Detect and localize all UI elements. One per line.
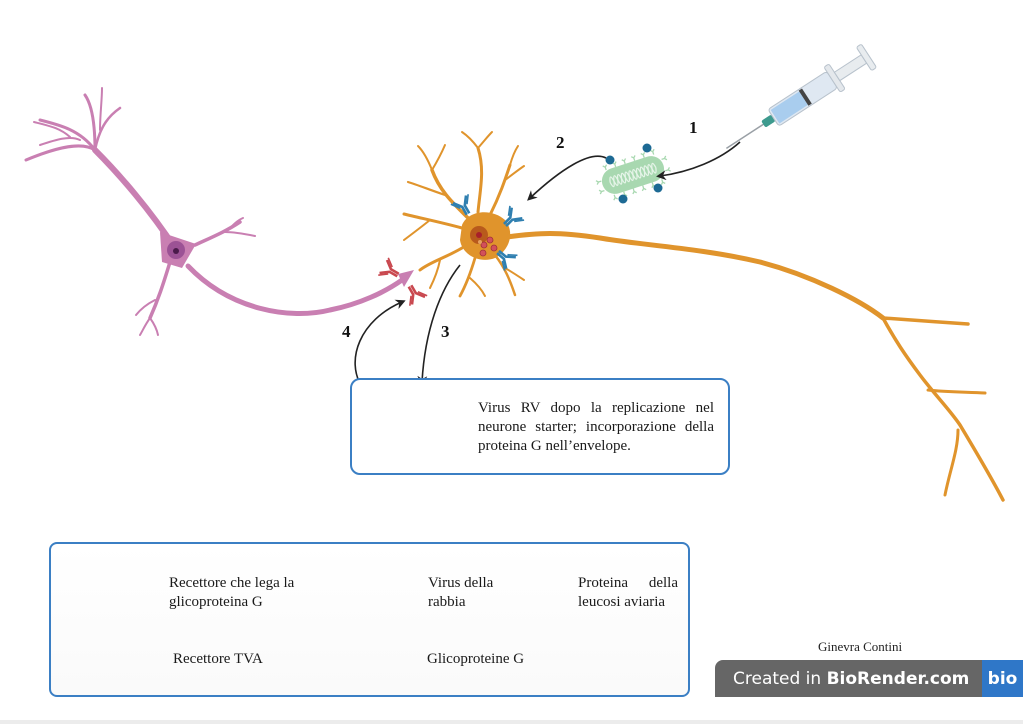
arrow-step-2	[527, 155, 607, 201]
glycoproteins-in-soma	[478, 236, 498, 257]
biorender-watermark[interactable]: Created in BioRender.com bio	[715, 660, 1023, 698]
legend-label-g-receptor: Recettore che lega la glicoproteina G	[169, 575, 295, 610]
info-box-text: Virus RV dopo la replicazione nel neuron…	[478, 400, 714, 454]
step-label-1: 1	[689, 118, 698, 137]
legend	[49, 542, 690, 697]
step-label-3: 3	[441, 322, 450, 341]
replication-info-box: Virus RV dopo la replicazione nel neuron…	[350, 378, 730, 475]
presynaptic-neuron	[24, 87, 405, 336]
author-name: Ginevra Contini	[818, 639, 903, 654]
syringe-icon	[725, 44, 877, 149]
legend-label-glycoproteins: Glicoproteine G	[427, 651, 525, 667]
arrow-step-3	[417, 264, 461, 386]
bottom-divider	[0, 720, 1023, 724]
avian-leukosis-proteins	[605, 143, 663, 204]
starter-neuron	[402, 131, 1005, 502]
arrow-step-4	[354, 299, 406, 388]
biorender-logo-icon: bio	[982, 660, 1023, 698]
axon-terminal	[398, 270, 414, 287]
biorender-text: Created in BioRender.com	[733, 669, 970, 689]
legend-label-avian-protein: Proteina della leucosi aviaria	[578, 575, 678, 610]
bottom-strip	[0, 697, 1023, 724]
legend-label-tva-receptor: Recettore TVA	[173, 651, 263, 667]
arrow-step-1	[656, 141, 741, 181]
step-label-4: 4	[342, 322, 351, 341]
legend-label-rabies-virus: Virus della rabbia	[428, 575, 494, 610]
step-label-2: 2	[556, 133, 565, 152]
